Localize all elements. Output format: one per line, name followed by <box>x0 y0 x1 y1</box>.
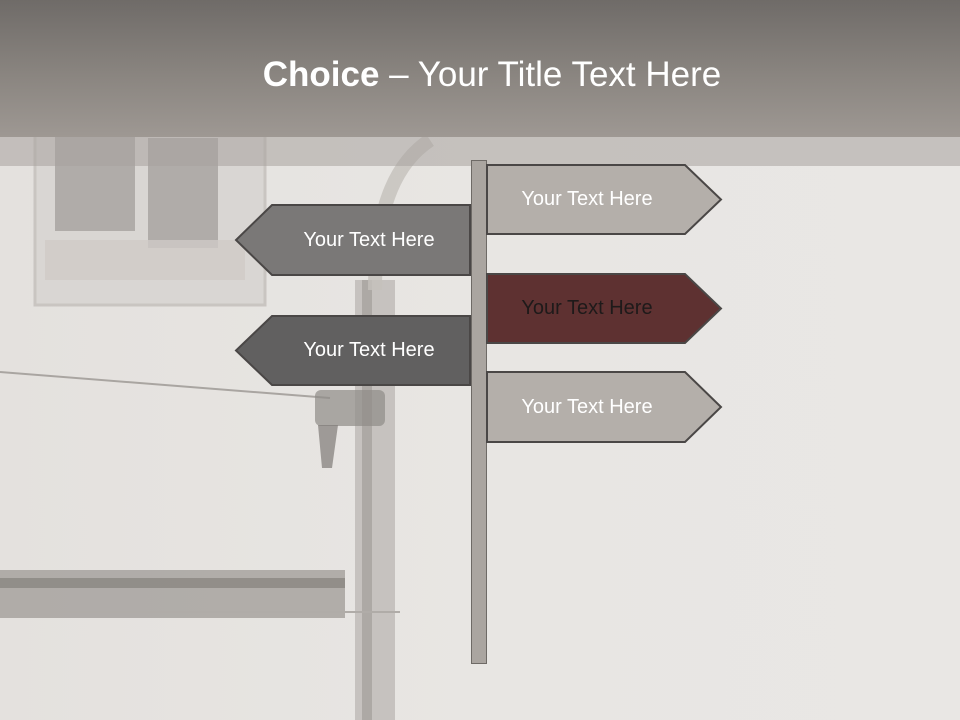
signpost-pole <box>471 160 487 664</box>
title-bar <box>0 0 960 137</box>
arrow-right-shape <box>486 371 723 443</box>
sign-label: Your Text Here <box>521 395 653 418</box>
slide-title: Choice – Your Title Text Here <box>0 50 960 100</box>
arrow-left-shape <box>234 315 471 386</box>
sign-left-1: Your Text Here <box>234 204 471 276</box>
arrow-body <box>234 315 471 386</box>
arrow-body <box>486 164 723 235</box>
title-text: – Your Title Text Here <box>379 55 722 94</box>
arrow-body <box>234 204 471 276</box>
sign-right-3: Your Text Here <box>486 371 723 443</box>
title-bold-word: Choice <box>262 55 380 94</box>
sign-label: Your Text Here <box>303 228 435 251</box>
arrow-left-shape <box>234 204 471 276</box>
sign-label: Your Text Here <box>521 188 653 210</box>
sign-left-2: Your Text Here <box>234 315 471 386</box>
arrow-right-shape <box>486 164 723 235</box>
arrow-body <box>486 273 723 344</box>
arrow-body <box>486 371 723 443</box>
sign-right-2: Your Text Here <box>486 273 723 344</box>
sign-label: Your Text Here <box>521 297 653 319</box>
sign-label: Your Text Here <box>303 339 435 361</box>
arrow-right-shape <box>486 273 723 344</box>
sign-right-1: Your Text Here <box>486 164 723 235</box>
